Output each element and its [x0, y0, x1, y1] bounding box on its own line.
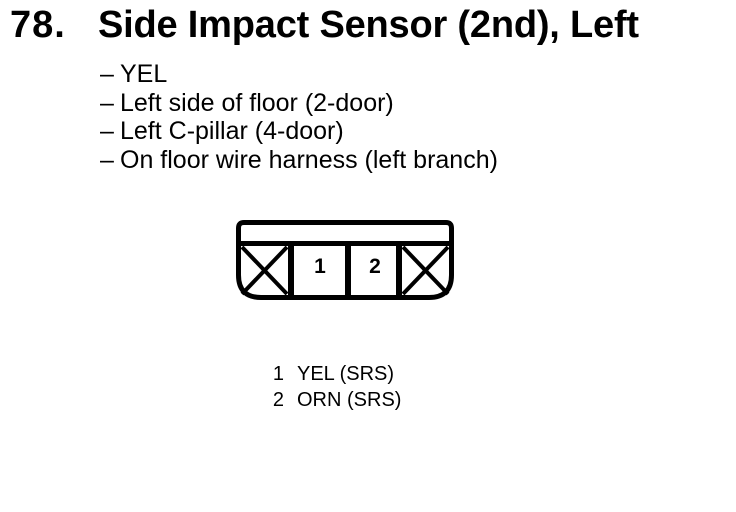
connector-shell: [236, 220, 454, 300]
entry-number: 78.: [10, 4, 66, 46]
cavity-label-1: 1: [314, 255, 326, 278]
note-dash: –: [100, 146, 114, 175]
note-dash: –: [100, 60, 114, 88]
connector-diagram: 1 2: [236, 220, 454, 300]
note-dash: –: [100, 88, 114, 117]
legend-pin-number: 2: [272, 389, 284, 411]
note-item: – On floor wire harness (left branch): [100, 146, 498, 175]
note-dash: –: [100, 117, 114, 146]
pin-legend: 1 YEL (SRS) 2 ORN (SRS): [268, 361, 402, 413]
legend-row: 1 YEL (SRS): [268, 361, 401, 387]
entry-title: Side Impact Sensor (2nd), Left: [98, 4, 639, 46]
legend-row: 2 ORN (SRS): [268, 387, 402, 413]
note-text: Left side of floor (2-door): [120, 88, 394, 117]
blocked-cavity-cross: [401, 245, 450, 296]
cavity-label-2: 2: [369, 255, 381, 278]
legend-wire-label: YEL (SRS): [297, 363, 395, 385]
note-text: On floor wire harness (left branch): [120, 146, 498, 175]
blocked-cavity-cross: [240, 245, 289, 296]
note-text: Left C-pillar (4-door): [120, 117, 344, 146]
note-item: – Left side of floor (2-door): [100, 89, 498, 118]
note-item: – YEL: [100, 60, 498, 89]
note-item: – Left C-pillar (4-door): [100, 117, 498, 146]
legend-pin-number: 1: [272, 363, 284, 385]
notes-list: – YEL – Left side of floor (2-door) – Le…: [100, 60, 498, 175]
note-text: YEL: [120, 60, 168, 88]
legend-wire-label: ORN (SRS): [297, 389, 402, 411]
